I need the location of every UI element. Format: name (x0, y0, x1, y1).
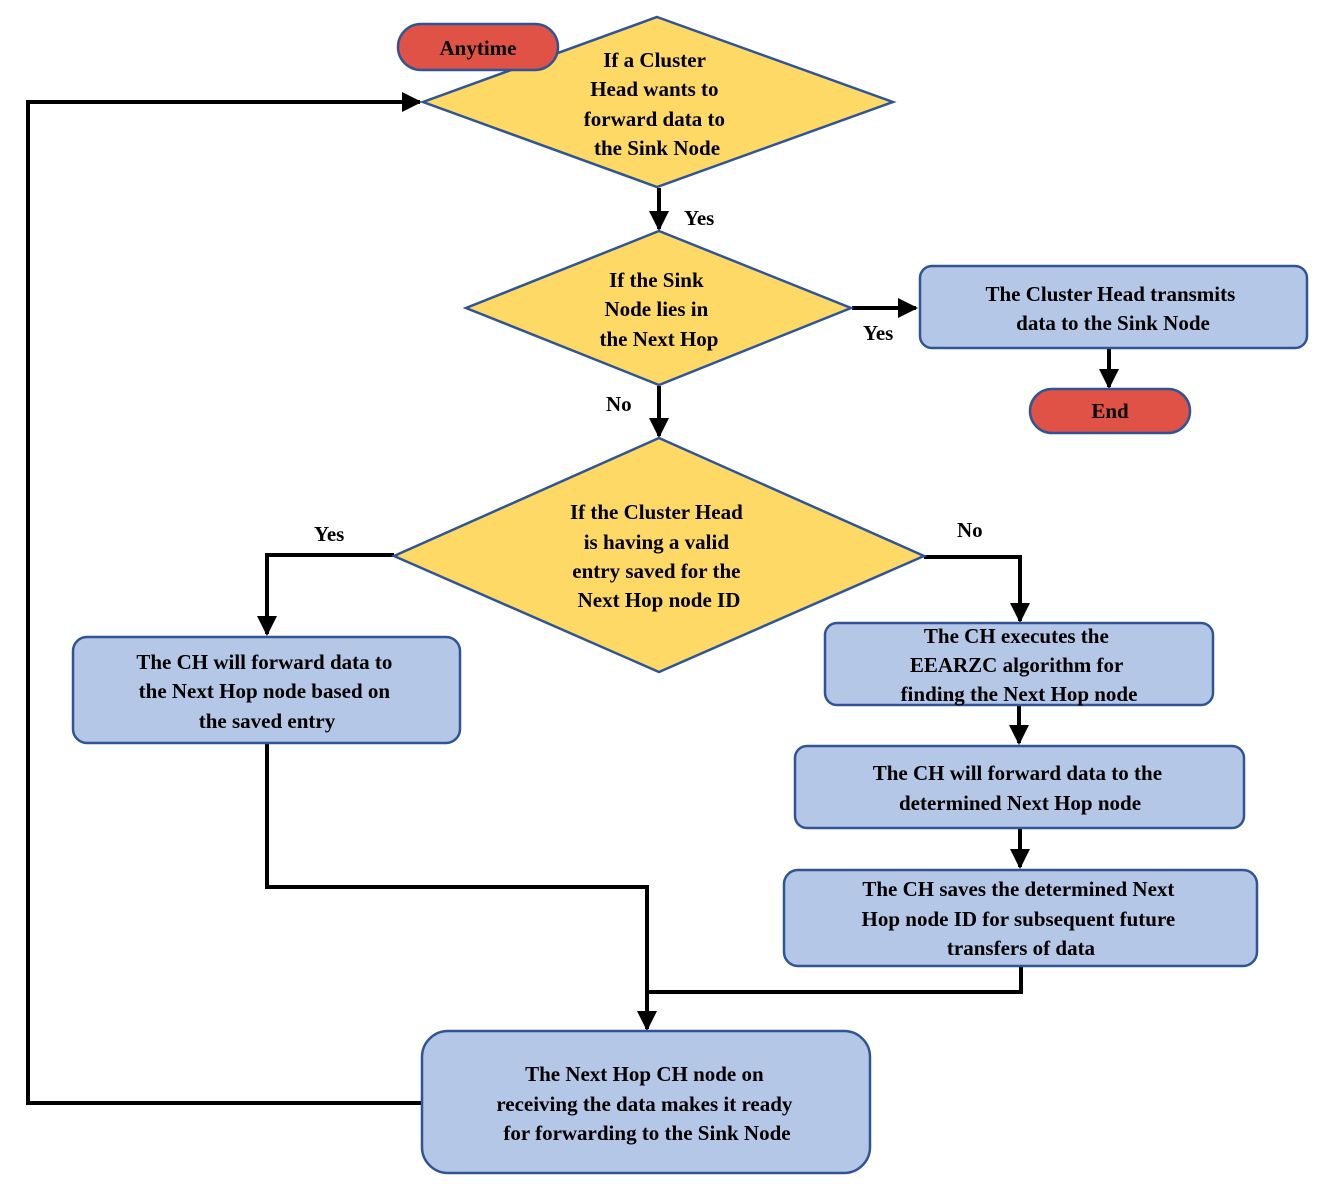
next-hop-ready-line: The Next Hop CH node on (525, 1062, 764, 1086)
label-d3-no: No (957, 518, 983, 542)
save-id-text: The CH saves the determined Next Hop nod… (862, 877, 1181, 960)
decision-sink-in-next-hop: If the Sink Node lies in the Next Hop (462, 229, 855, 387)
save-id-line: The CH saves the determined Next (862, 877, 1174, 901)
decision2-line: Node lies in (604, 297, 708, 321)
transmit-shape (918, 264, 1309, 350)
decision1-text: If a Cluster Head wants to forward data … (584, 48, 730, 160)
decision1-line: If a Cluster (603, 48, 705, 72)
process-forward-determined: The CH will forward data to the determin… (793, 744, 1246, 830)
next-hop-ready-text: The Next Hop CH node on receiving the da… (496, 1062, 797, 1145)
decision1-line: Head wants to (590, 77, 718, 101)
transmit-text: The Cluster Head transmits data to the S… (985, 282, 1240, 335)
decision2-text: If the Sink Node lies in the Next Hop (600, 268, 719, 351)
decision2-shape (462, 229, 855, 387)
label-d2-yes: Yes (863, 321, 893, 345)
next-hop-ready-line: receiving the data makes it ready (496, 1092, 793, 1116)
edge-d3-forward-saved (257, 553, 394, 636)
execute-shape (823, 621, 1215, 707)
forward-saved-shape (71, 635, 462, 745)
edge-loop-back (26, 92, 422, 1105)
decision2-line: the Next Hop (600, 327, 719, 351)
forward-determined-line: determined Next Hop node (899, 791, 1141, 815)
forward-determined-line: The CH will forward data to the (873, 761, 1162, 785)
execute-text: The CH executes the EEARZC algorithm for… (901, 624, 1138, 706)
process-next-hop-ready: The Next Hop CH node on receiving the da… (420, 1029, 872, 1175)
forward-saved-text: The CH will forward data to the Next Hop… (136, 650, 397, 733)
edge-d3-execute (924, 555, 1030, 623)
forward-saved-line: the Next Hop node based on (139, 679, 391, 703)
edge-forward-saved-nexthop (265, 744, 657, 1031)
save-id-shape (782, 868, 1259, 968)
process-execute-eearzc: The CH executes the EEARZC algorithm for… (823, 621, 1215, 707)
connectors (26, 92, 1119, 1105)
transmit-line: data to the Sink Node (1016, 311, 1210, 335)
decision3-line: entry saved for the (572, 559, 740, 583)
forward-determined-shape (793, 744, 1246, 830)
start-text: Anytime (440, 36, 517, 60)
decision1-line: the Sink Node (594, 136, 720, 160)
forward-saved-line: The CH will forward data to (136, 650, 392, 674)
terminal-end: End (1028, 387, 1192, 435)
next-hop-ready-line: for forwarding to the Sink Node (503, 1121, 790, 1145)
edge-save-join (647, 966, 1023, 994)
start-shape (396, 22, 560, 72)
execute-line: finding the Next Hop node (901, 682, 1138, 706)
decision2-line: If the Sink (609, 268, 704, 292)
save-id-line: Hop node ID for subsequent future (862, 907, 1176, 931)
decision3-shape (390, 436, 928, 674)
next-hop-ready-shape (420, 1029, 872, 1175)
label-d3-yes: Yes (314, 522, 344, 546)
save-id-line: transfers of data (947, 936, 1096, 960)
execute-line: EEARZC algorithm for (910, 653, 1123, 677)
decision3-line: Next Hop node ID (578, 588, 741, 612)
decision-valid-entry-saved: If the Cluster Head is having a valid en… (390, 436, 928, 674)
process-forward-saved-entry: The CH will forward data to the Next Hop… (71, 635, 462, 745)
decision1-line: forward data to (584, 107, 725, 131)
forward-saved-line: the saved entry (199, 709, 336, 733)
end-text: End (1091, 399, 1129, 423)
end-shape (1028, 387, 1192, 435)
label-d2-no: No (606, 392, 632, 416)
decision3-line: is having a valid (584, 530, 730, 554)
decision3-text: If the Cluster Head is having a valid en… (570, 500, 748, 612)
execute-line: The CH executes the (924, 624, 1109, 648)
process-save-next-hop-id: The CH saves the determined Next Hop nod… (782, 868, 1259, 968)
forward-determined-text: The CH will forward data to the determin… (873, 761, 1168, 815)
process-transmit-to-sink: The Cluster Head transmits data to the S… (918, 264, 1309, 350)
terminal-anytime: Anytime (396, 22, 560, 72)
transmit-line: The Cluster Head transmits (985, 282, 1235, 306)
decision3-line: If the Cluster Head (570, 500, 743, 524)
label-d1-yes: Yes (684, 206, 714, 230)
